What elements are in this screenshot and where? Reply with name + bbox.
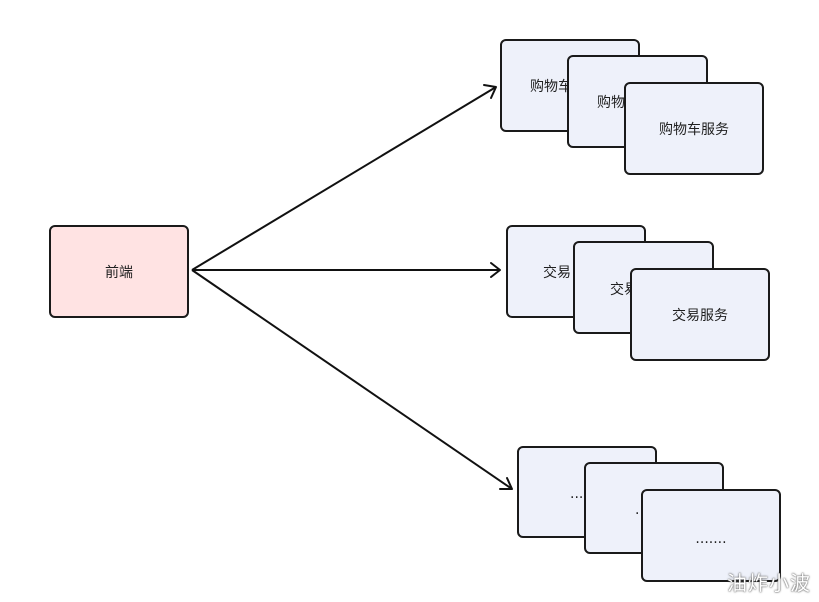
arrow-head-icon	[483, 84, 497, 99]
service-card[interactable]: 购物车服务	[624, 82, 764, 175]
frontend-box	[49, 225, 189, 318]
connector-cart	[191, 84, 497, 271]
arrow-head-icon	[490, 262, 501, 278]
service-card-label: .......	[695, 531, 726, 547]
service-group-cart: 购物车 购物车 购物车服务	[500, 39, 764, 175]
frontend-node[interactable]: 前端	[49, 225, 189, 318]
service-card-label: 购物车服务	[659, 121, 729, 138]
service-card-label: 交易服务	[672, 307, 728, 324]
service-group-more: ....... ....... .......	[517, 446, 781, 582]
service-card-label: 购物车	[530, 78, 572, 95]
connector-trade	[192, 262, 501, 278]
service-card[interactable]: 交易服务	[630, 268, 770, 361]
service-group-trade: 交易 交易 交易服务	[506, 225, 770, 361]
service-card[interactable]: .......	[641, 489, 781, 582]
frontend-label: 前端	[105, 264, 133, 281]
service-card-label: 交易	[543, 264, 571, 281]
arrow-head-icon	[499, 477, 513, 490]
watermark-text: 油炸小波	[727, 571, 811, 595]
connector-more	[191, 269, 513, 490]
